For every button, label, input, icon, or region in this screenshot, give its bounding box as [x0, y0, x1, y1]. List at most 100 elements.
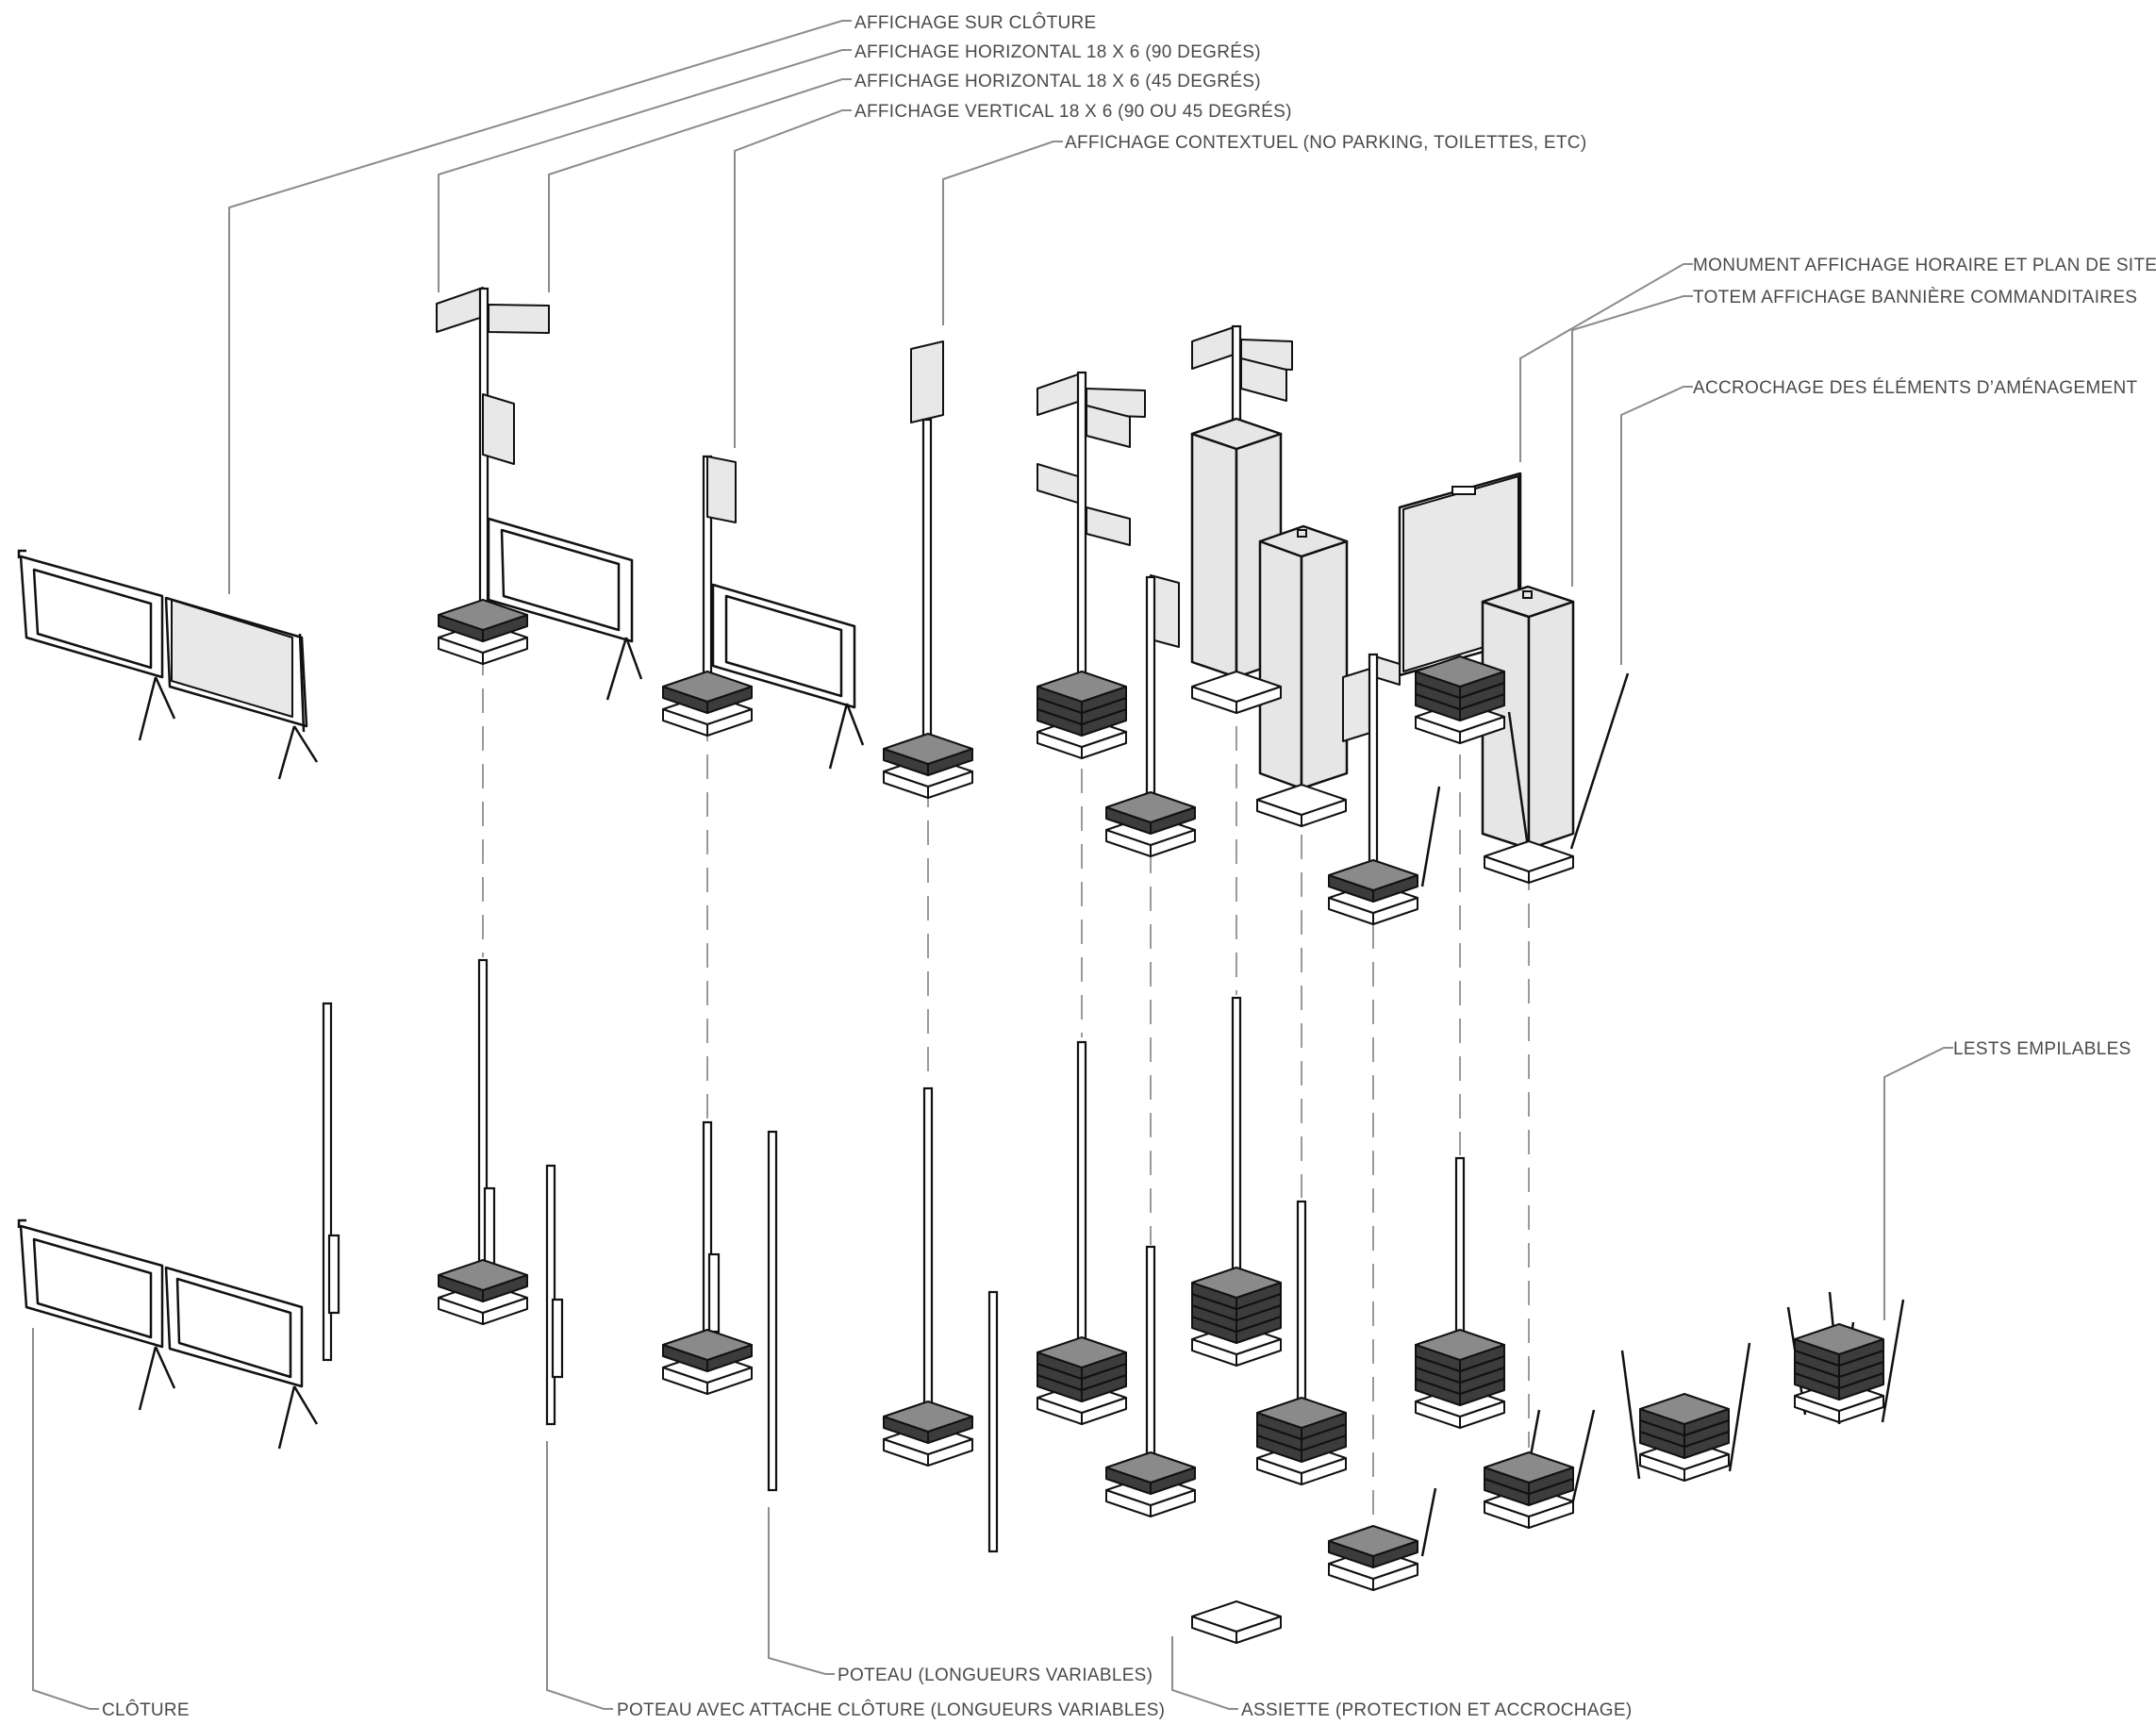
leader-poteau — [768, 1507, 835, 1675]
fence-leg — [138, 1346, 158, 1411]
weight-slab-top — [1105, 1451, 1196, 1484]
fence-attach-bracket — [707, 1252, 721, 1334]
pole — [1454, 1156, 1466, 1341]
pole-with-fence-attach — [545, 1164, 556, 1426]
accrochage-cable — [1507, 711, 1530, 848]
signpost-pole — [1231, 324, 1242, 432]
fence-bare — [17, 1218, 319, 1450]
weight-slab-top — [1037, 1336, 1127, 1368]
weight-slab-top — [1794, 1323, 1884, 1355]
fence-leg — [624, 637, 643, 680]
label-poteau-attache: POTEAU AVEC ATTACHE CLÔTURE (LONGUEURS V… — [617, 1699, 1165, 1720]
sign-plate — [910, 340, 944, 423]
base-plate-top — [1191, 1600, 1282, 1633]
weight-slab-top — [1328, 1525, 1418, 1557]
signpost-contextual — [1037, 371, 1146, 695]
accrochage-cable — [1620, 1350, 1641, 1480]
leader-vertical — [734, 109, 852, 448]
label-cloture: CLÔTURE — [102, 1699, 190, 1720]
label-accrochage: ACCROCHAGE DES ÉLÉMENTS D’AMÉNAGEMENT — [1693, 378, 2137, 398]
pole — [1145, 1245, 1156, 1467]
pole — [1231, 996, 1242, 1283]
fence-panel-frame — [19, 1224, 164, 1349]
labels: AFFICHAGE SUR CLÔTURE AFFICHAGE HORIZONT… — [102, 12, 2156, 1720]
fence-panel-frame — [711, 583, 856, 709]
leader-monument — [1519, 263, 1693, 462]
totem-top — [1258, 524, 1349, 558]
weight-slab-top — [1484, 1451, 1574, 1484]
fence-panel-inner — [500, 528, 621, 632]
leader-cloture — [32, 1328, 99, 1710]
leader-accrochage — [1620, 386, 1693, 665]
poles-in-weights — [477, 958, 1466, 1467]
fence-leg — [154, 1346, 176, 1389]
leader-poteau-attache — [546, 1441, 613, 1710]
leader-totem — [1571, 295, 1693, 587]
weight-slab-top — [662, 1329, 753, 1361]
leader-horizontal-90 — [438, 49, 852, 292]
base-plate-top — [1484, 840, 1574, 872]
fence-panel-frame — [19, 555, 164, 679]
accrochage-cable — [1828, 1291, 1835, 1331]
weight-slab-top — [1256, 1397, 1347, 1429]
totem-cap-hole — [1297, 529, 1307, 538]
fence-leg — [277, 725, 296, 780]
fence-leg — [292, 725, 319, 763]
fence-post — [298, 633, 306, 733]
fence-leg — [154, 676, 176, 720]
accrochage-cable — [1881, 1299, 1905, 1423]
fence-attach-bracket — [327, 1234, 340, 1315]
label-monument: MONUMENT AFFICHAGE HORAIRE ET PLAN DE SI… — [1693, 256, 2156, 275]
pole — [987, 1290, 999, 1553]
leader-horizontal-45 — [548, 78, 852, 292]
sign-plate — [1037, 373, 1082, 416]
totem-with-signs — [1190, 324, 1293, 679]
label-assiette: ASSIETTE (PROTECTION ET ACCROCHAGE) — [1241, 1700, 1632, 1720]
fence-attach-bracket — [483, 1186, 496, 1268]
weight-slab-top — [662, 671, 753, 703]
totem-front — [1190, 432, 1238, 679]
label-poteau: POTEAU (LONGUEURS VARIABLES) — [838, 1666, 1153, 1685]
label-horizontal-45: AFFICHAGE HORIZONTAL 18 X 6 (45 DEGRÉS) — [854, 72, 1261, 91]
sign-plate — [482, 393, 515, 465]
leader-lines — [32, 20, 1953, 1710]
label-vertical: AFFICHAGE VERTICAL 18 X 6 (90 OU 45 DEGR… — [854, 102, 1292, 122]
fence-panel-frame — [487, 517, 634, 643]
sign-plate — [1191, 325, 1237, 370]
weight-slab-top — [438, 1259, 528, 1291]
accrochage-cable — [1728, 1342, 1751, 1472]
label-affichage-cloture: AFFICHAGE SUR CLÔTURE — [854, 12, 1097, 33]
fence-leg — [845, 703, 865, 746]
weight-slab-top — [1639, 1393, 1730, 1425]
weight-slab-top — [1105, 791, 1196, 823]
weight-slab-top — [438, 599, 528, 631]
label-lests: LESTS EMPILABLES — [1953, 1039, 2131, 1059]
fence-leg — [277, 1385, 296, 1450]
fence-panel-inner — [724, 594, 843, 698]
totem-medium — [1258, 524, 1349, 790]
label-horizontal-90: AFFICHAGE HORIZONTAL 18 X 6 (90 DEGRÉS) — [854, 42, 1261, 62]
weight-slab-top — [1037, 671, 1127, 703]
signpost-horizontal-45 — [702, 455, 865, 770]
base-plate-top — [1191, 671, 1282, 703]
fence-panel-inner — [175, 1277, 292, 1379]
weight-slab-top — [883, 1401, 973, 1433]
monument-clip — [1451, 486, 1476, 495]
signpost-pole — [921, 418, 933, 742]
sign-plate — [1037, 463, 1082, 505]
fence-leg — [605, 637, 628, 701]
leader-assiette — [1171, 1636, 1238, 1710]
fence-attach-bracket — [551, 1298, 564, 1379]
loose-poles — [322, 1002, 999, 1553]
weight-slab-top — [1328, 859, 1418, 891]
fence-panel-frame — [164, 1266, 304, 1388]
leader-contextuel — [942, 141, 1063, 325]
accrochage-cable — [1420, 1487, 1437, 1557]
totem-top — [1481, 585, 1575, 619]
signpost-vertical — [910, 340, 944, 742]
pole-with-fence-attach — [322, 1002, 333, 1362]
totem-banner — [1481, 585, 1630, 851]
weight-slab-top — [1415, 1329, 1505, 1361]
sign-plate — [1374, 655, 1401, 686]
